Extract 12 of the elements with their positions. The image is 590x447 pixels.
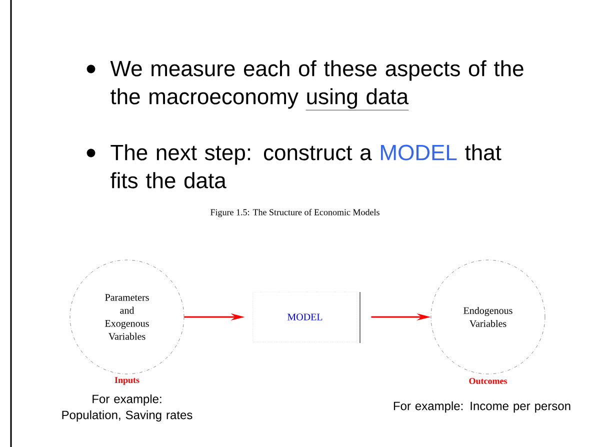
example-text: For example: Income per person <box>394 401 570 413</box>
label: fits the data <box>110 172 226 188</box>
node-label: Inputs <box>114 377 140 385</box>
label: that <box>465 144 502 160</box>
label: MODEL <box>381 144 457 160</box>
node-label: Outcomes <box>469 378 508 384</box>
bullet-text: We measure each of these aspects of the the macroeconomy using data <box>110 60 524 110</box>
model-box: MODEL <box>252 292 358 342</box>
figure-title: Figure 1.5: The Structure of Economic Models <box>210 208 380 218</box>
bullet-text: The next step: construct a MODEL that fits the data <box>110 144 502 188</box>
example-text: For example: Population, Saving rates <box>62 394 192 422</box>
label: The next step: construct a <box>110 144 372 165</box>
